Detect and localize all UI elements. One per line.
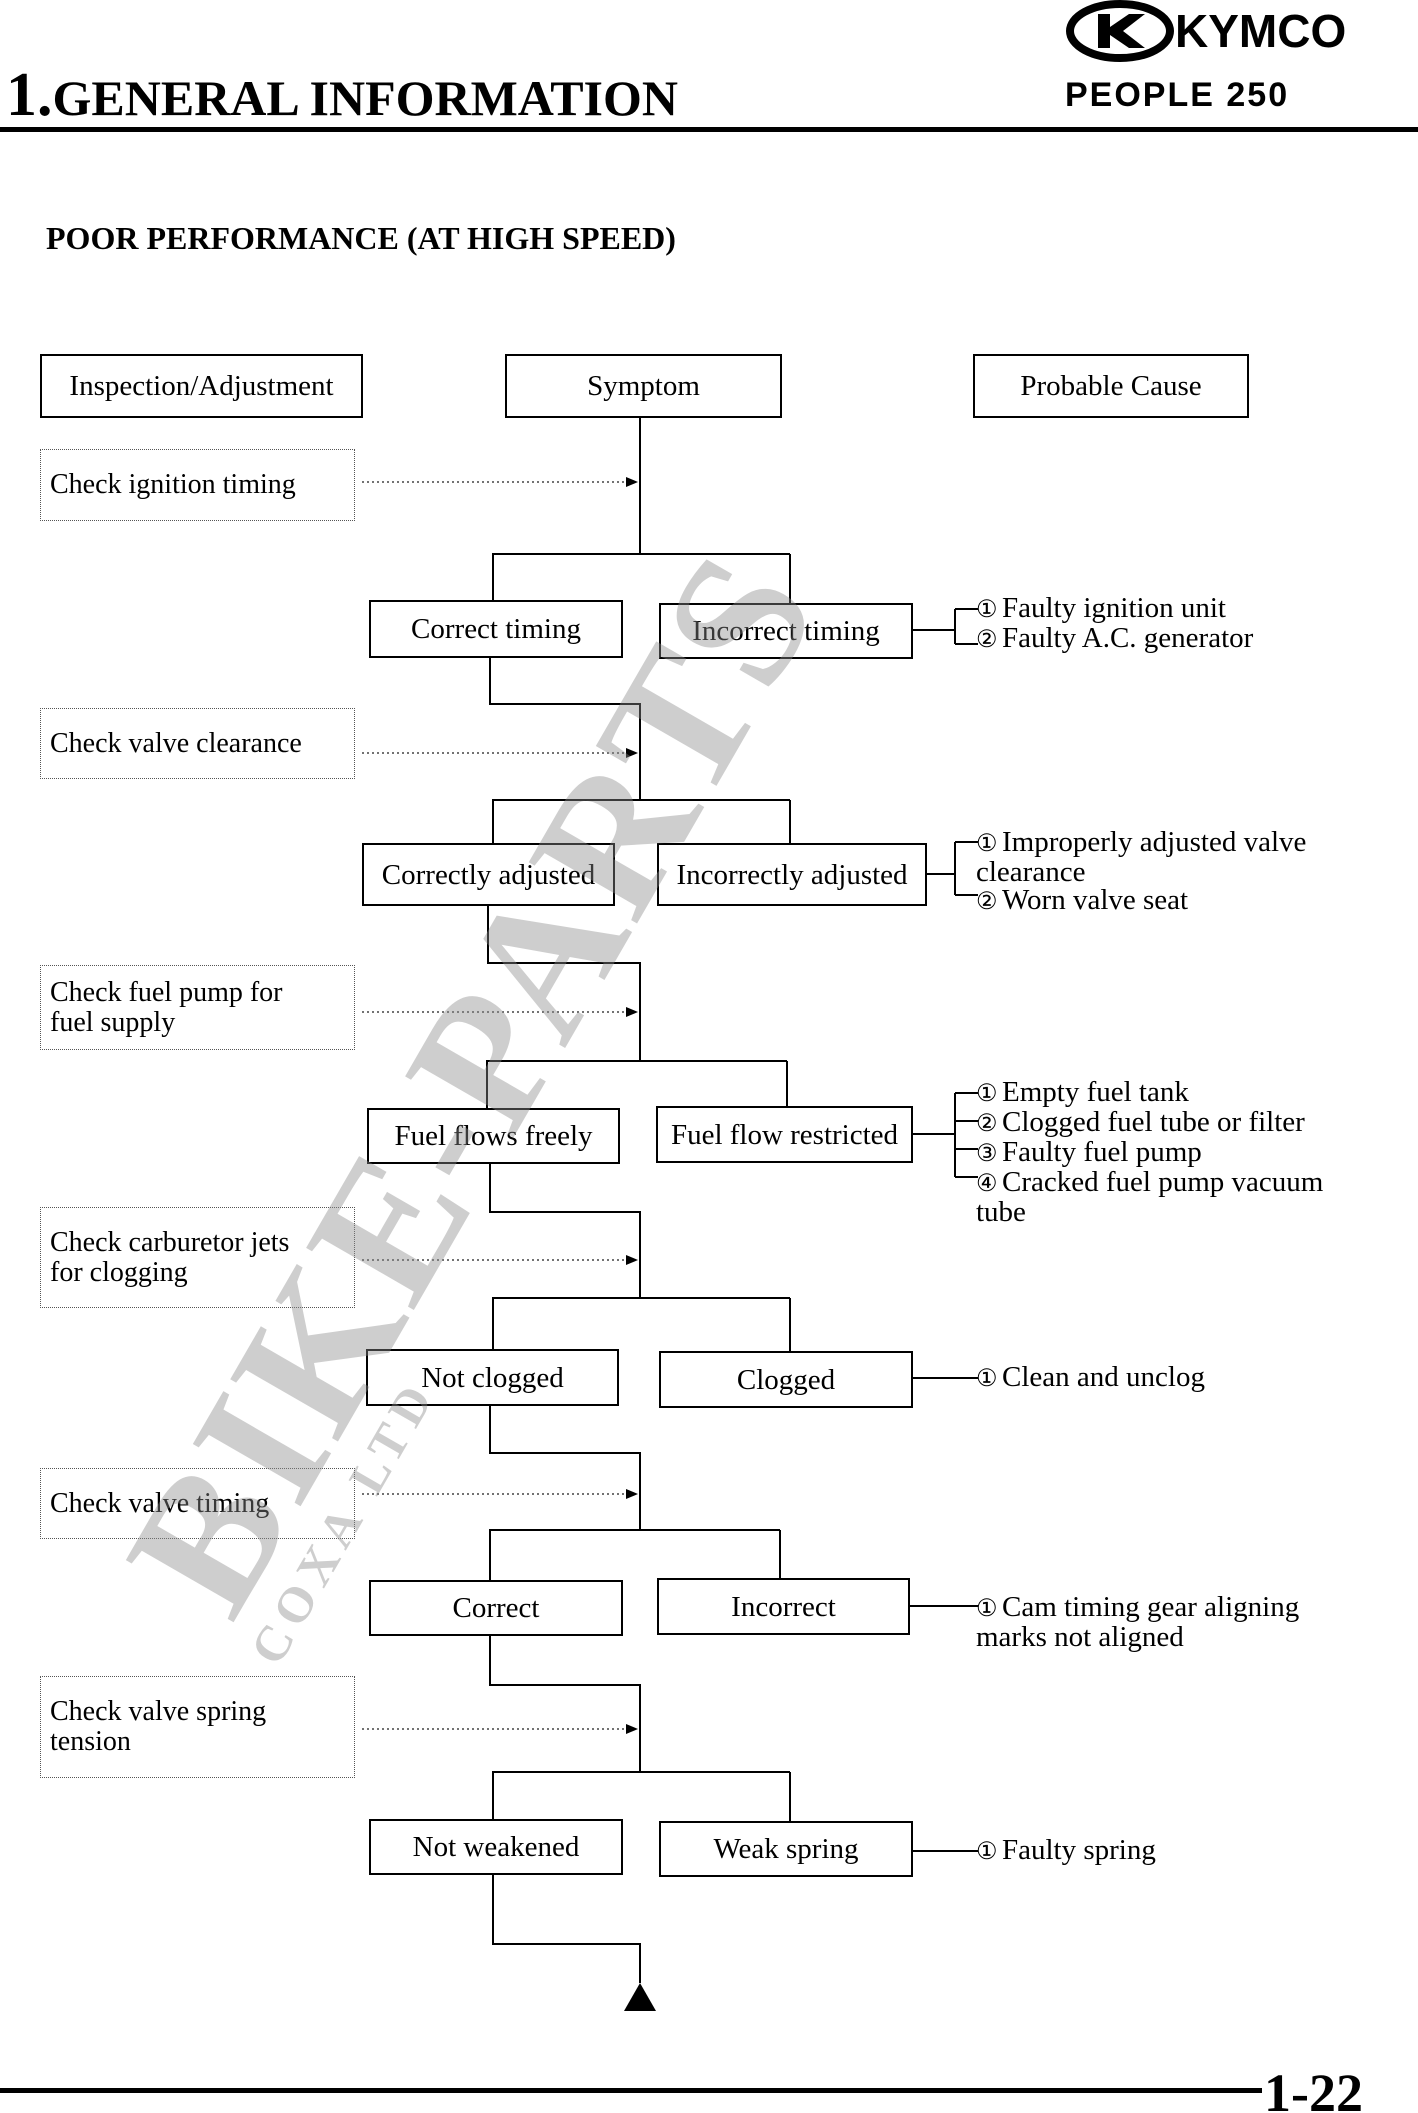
page-title: 1.GENERAL INFORMATION [6, 60, 678, 131]
symptom-ok-box: Not weakened [369, 1819, 623, 1875]
check-step: Check valve timing [40, 1468, 355, 1539]
check-step: Check valve clearance [40, 708, 355, 779]
header-rule [0, 127, 1418, 132]
symptom-fault-box: Fuel flow restricted [656, 1106, 913, 1163]
symptom-fault-box: Clogged [659, 1351, 913, 1408]
model-name: PEOPLE 250 [1065, 76, 1290, 114]
symptom-fault-box: Weak spring [659, 1821, 913, 1877]
symptom-ok-box: Correct timing [369, 600, 623, 658]
symptom-fault-box: Incorrect [657, 1578, 910, 1635]
column-header-symptom: Symptom [505, 354, 782, 418]
continue-arrow [624, 1983, 656, 2011]
connector-line [486, 906, 641, 1108]
symptom-ok-box: Correct [369, 1580, 623, 1636]
symptom-ok-box: Correctly adjusted [362, 843, 615, 906]
column-header-inspection: Inspection/Adjustment [40, 354, 363, 418]
symptom-ok-box: Fuel flows freely [367, 1108, 620, 1164]
connector-line [489, 1164, 641, 1349]
footer-rule [0, 2088, 1262, 2093]
check-step: Check carburetor jets for clogging [40, 1207, 355, 1308]
section-number: 1. [6, 61, 53, 129]
check-step: Check ignition timing [40, 449, 355, 521]
page-number: 1-22 [1264, 2063, 1363, 2113]
connector-line [489, 1406, 641, 1580]
symptom-ok-box: Not clogged [366, 1349, 619, 1406]
connector-line [489, 1636, 641, 1819]
column-header-cause: Probable Cause [973, 354, 1249, 418]
kymco-logo: KYMCO [1065, 0, 1415, 62]
check-step: Check valve spring tension [40, 1676, 355, 1778]
connector-line [489, 658, 641, 843]
check-step: Check fuel pump for fuel supply [40, 965, 355, 1050]
symptom-fault-box: Incorrectly adjusted [657, 843, 927, 906]
symptom-fault-box: Incorrect timing [659, 603, 913, 659]
connector-line [492, 1875, 641, 1983]
connector-line [492, 418, 641, 600]
section-title: POOR PERFORMANCE (AT HIGH SPEED) [46, 220, 676, 256]
brand-text: KYMCO [1175, 5, 1346, 57]
section-heading: GENERAL INFORMATION [52, 70, 679, 126]
